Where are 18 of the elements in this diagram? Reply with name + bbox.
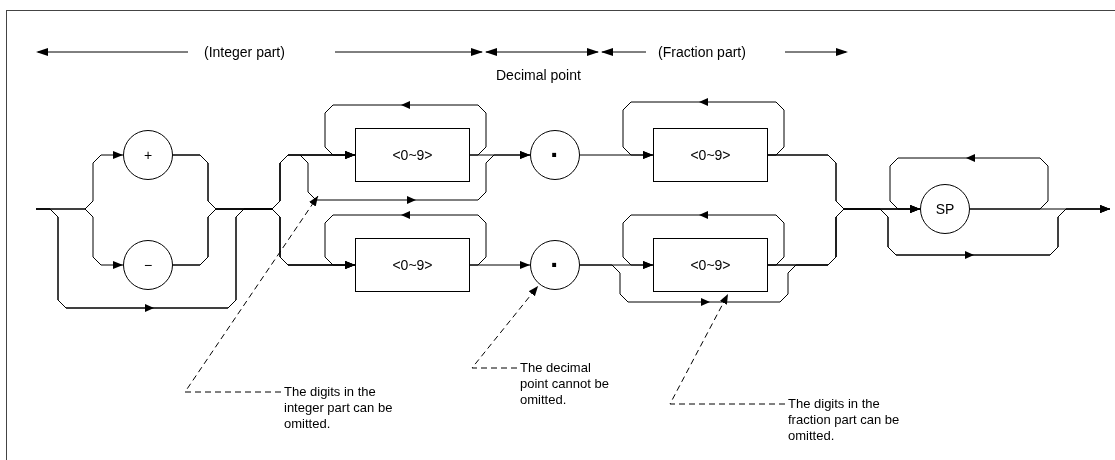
digit-box: <0~9>	[355, 238, 470, 292]
railroad-track	[469, 261, 531, 269]
digit-box: <0~9>	[653, 128, 768, 182]
callout-note: The digits in the integer part can be omitted.	[284, 384, 402, 444]
railroad-track	[969, 205, 1111, 213]
callout-note: The digits in the fraction part can be omitted.	[788, 396, 906, 456]
railroad-track	[324, 214, 487, 269]
railroad-track	[889, 157, 1049, 213]
leader-line	[471, 285, 539, 369]
leader-line	[669, 293, 786, 405]
digit-box: <0~9>	[355, 128, 470, 182]
callout-note: The decimal point cannot be omitted.	[520, 360, 620, 420]
railroad-track	[324, 104, 487, 159]
digit-box: <0~9>	[653, 238, 768, 292]
leader-line	[184, 195, 319, 393]
railroad-track	[622, 214, 785, 269]
railroad-track	[469, 151, 531, 159]
railroad-track	[622, 101, 785, 159]
